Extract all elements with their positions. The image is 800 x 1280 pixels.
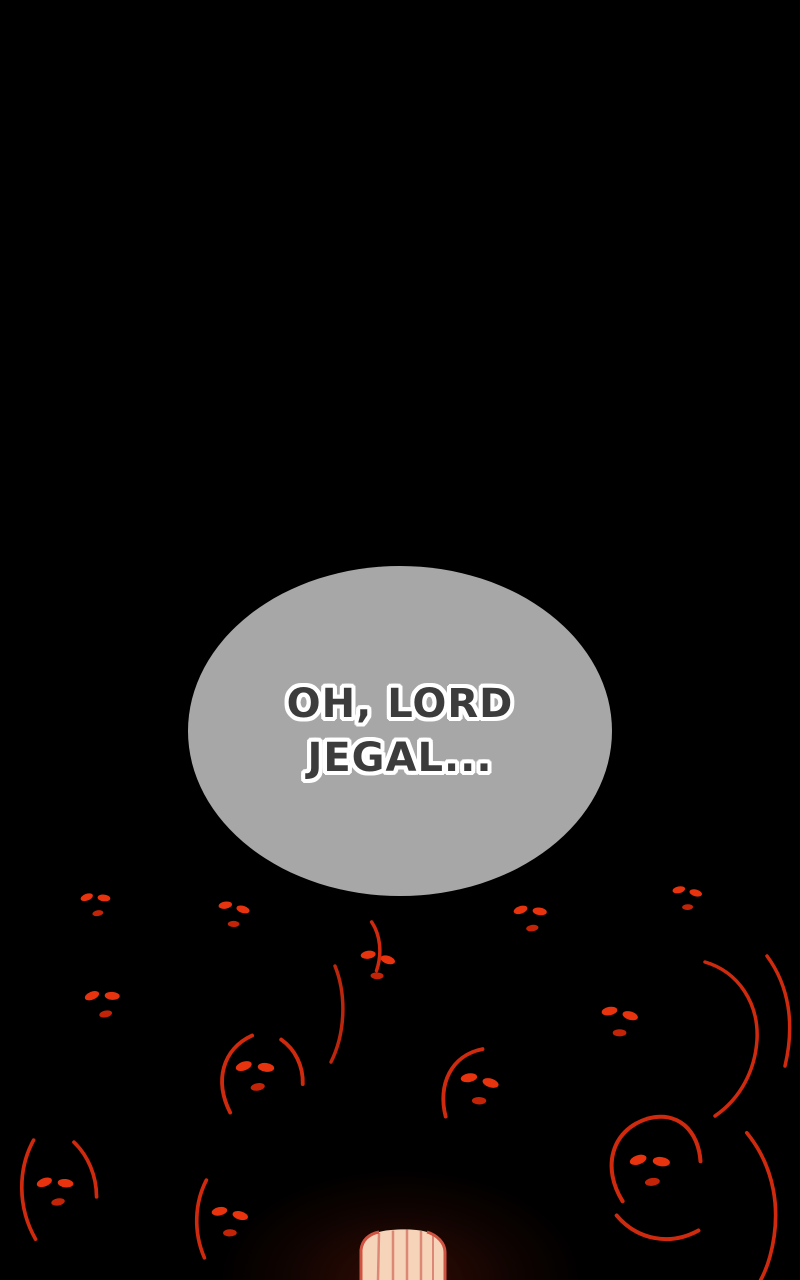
ghost-face [218,901,250,928]
bowing-figure-finger-line [376,1232,381,1280]
ghost-silhouette-outline [744,1130,778,1280]
ghost-face [441,1047,499,1119]
speech-text-line2: JEGAL... [307,735,493,781]
ghost-silhouette-outline [329,964,345,1064]
ghost-silhouette-outline [703,954,792,1118]
ghost-face [513,905,547,932]
ghost-face [601,1006,638,1037]
ghost-face [672,886,702,911]
ghost-face [360,920,395,980]
ghost-face [194,1178,248,1260]
bowing-figure-edge-right [426,1230,447,1280]
bowing-figure-hands [361,1229,445,1280]
ghost-face [80,893,111,917]
ghost-face [609,1114,703,1241]
ghost-face [84,991,120,1018]
bowing-figure-edge-left [359,1230,380,1280]
ghost-face [220,1033,305,1115]
speech-bubble: OH, LORD JEGAL... [188,566,612,896]
speech-text-line1: OH, LORD [286,681,514,727]
ghost-face [20,1138,99,1241]
bowing-figure [359,1229,447,1280]
